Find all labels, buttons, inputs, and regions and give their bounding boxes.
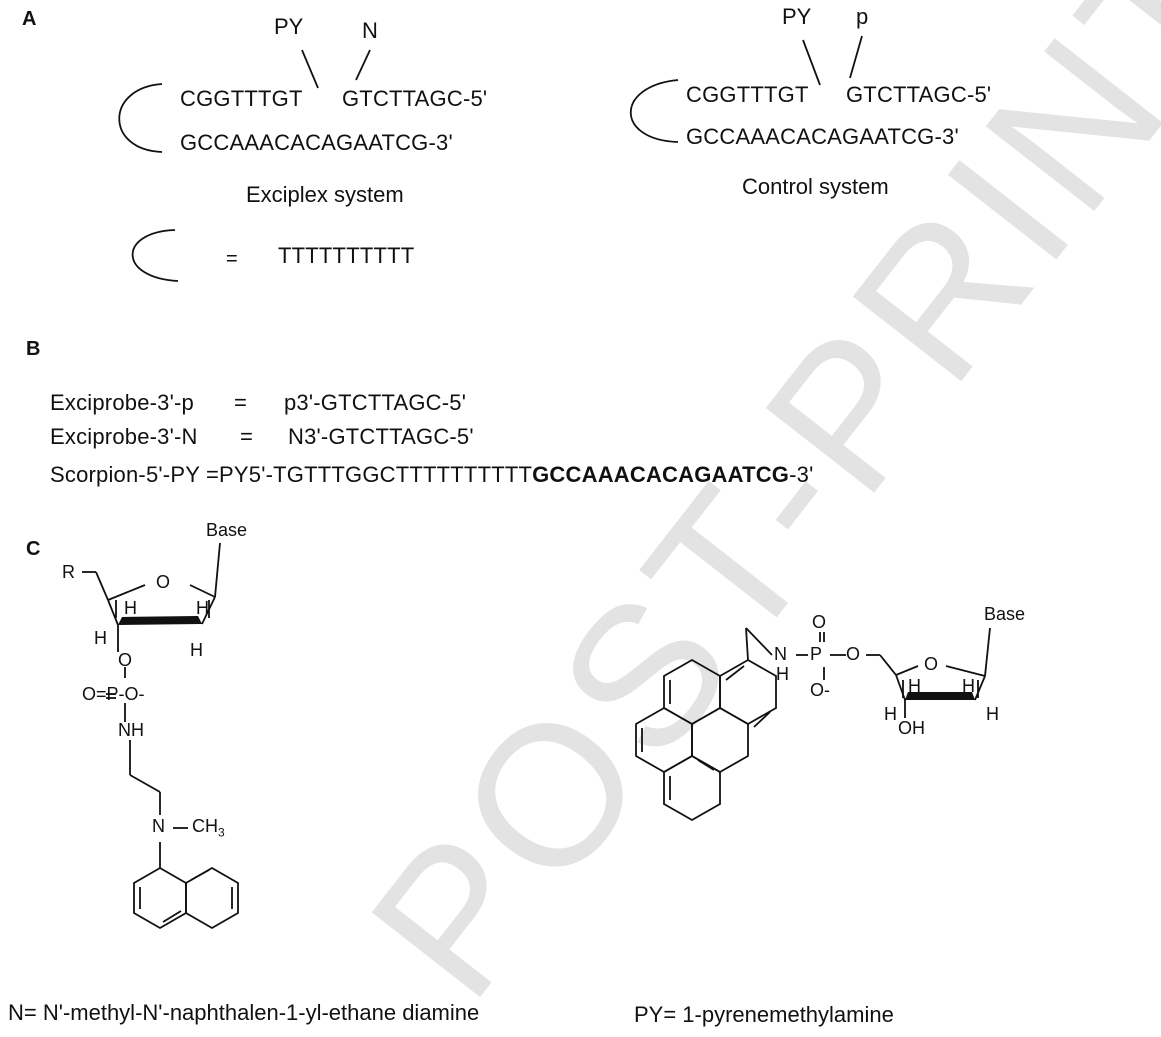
scorpion-eq: =: [205, 462, 220, 487]
control-top-strand-right: GTCTTAGC-5': [846, 82, 992, 107]
right-o-top: O: [812, 612, 827, 632]
right-p: P: [810, 644, 823, 664]
scorpion-row: Scorpion-5'-PY =PY5'-TGTTTGGCTTTTTTTTTTG…: [50, 462, 814, 488]
left-phosphoramidate: O=P-O-: [82, 684, 145, 704]
exciprobe-n-seq: N3'-GTCTTAGC-5': [288, 424, 474, 449]
panel-label-b: B: [26, 338, 41, 360]
right-nh-h: H: [776, 664, 789, 684]
left-ch3-sub: 3: [218, 825, 225, 840]
legend-n: N= N'-methyl-N'-naphthalen-1-yl-ethane d…: [8, 1000, 479, 1026]
loop-legend-sequence: TTTTTTTTTT: [278, 243, 415, 268]
exciplex-n-label: N: [362, 18, 378, 43]
left-n: N: [152, 816, 165, 836]
right-base-label: Base: [984, 604, 1026, 624]
right-n: N: [774, 644, 787, 664]
legend-py: PY= 1-pyrenemethylamine: [634, 1002, 894, 1027]
left-ch3-text: CH: [192, 816, 218, 836]
left-h1: H: [124, 598, 137, 618]
left-ring-o: O: [156, 572, 171, 592]
panel-label-c: C: [26, 538, 41, 560]
left-h4: H: [190, 640, 203, 660]
right-o-minus: O-: [810, 680, 830, 700]
scorpion-seq-bold: GCCAAACACAGAATCG: [532, 462, 790, 487]
control-bottom-strand: GCCAAACACAGAATCG-3': [686, 124, 959, 149]
left-h3: H: [94, 628, 107, 648]
right-oh: OH: [898, 718, 925, 738]
right-o-ester: O: [846, 644, 861, 664]
right-h1: H: [908, 676, 921, 696]
control-p-label: p: [856, 4, 869, 29]
exciplex-py-label: PY: [274, 14, 304, 39]
loop-legend-equals: =: [226, 248, 238, 270]
left-ch3: CH3: [192, 816, 225, 840]
exciprobe-p-seq: p3'-GTCTTAGC-5': [284, 390, 467, 415]
control-caption: Control system: [742, 174, 889, 199]
scorpion-seq-suffix: -3': [789, 462, 814, 487]
exciprobe-n-eq: =: [240, 424, 254, 449]
exciprobe-n-name: Exciprobe-3'-N: [50, 424, 198, 449]
left-h2: H: [196, 598, 209, 618]
right-h3: H: [884, 704, 897, 724]
exciplex-top-strand-right: GTCTTAGC-5': [342, 86, 488, 111]
left-base-label: Base: [206, 520, 248, 540]
scorpion-name: Scorpion-5'-PY: [50, 462, 200, 487]
exciprobe-p-name: Exciprobe-3'-p: [50, 390, 194, 415]
right-h2: H: [962, 676, 975, 696]
control-top-strand-left: CGGTTTGT: [686, 82, 809, 107]
left-nh: NH: [118, 720, 144, 740]
panel-label-a: A: [22, 8, 37, 30]
legend-n-prefix: N= N: [8, 1000, 59, 1025]
exciprobe-p-eq: =: [234, 390, 248, 415]
control-py-label: PY: [782, 4, 812, 29]
exciplex-top-strand-left: CGGTTTGT: [180, 86, 303, 111]
exciplex-bottom-strand: GCCAAACACAGAATCG-3': [180, 130, 453, 155]
left-r-label: R: [62, 562, 75, 582]
right-ring-o: O: [924, 654, 939, 674]
exciplex-caption: Exciplex system: [246, 182, 404, 207]
left-o-link: O: [118, 650, 133, 670]
right-h4: H: [986, 704, 999, 724]
scorpion-seq-prefix: PY5'-TGTTTGGCTTTTTTTTTT: [219, 462, 533, 487]
legend-n-rest: '-methyl-N'-naphthalen-1-yl-ethane diami…: [58, 1000, 480, 1025]
